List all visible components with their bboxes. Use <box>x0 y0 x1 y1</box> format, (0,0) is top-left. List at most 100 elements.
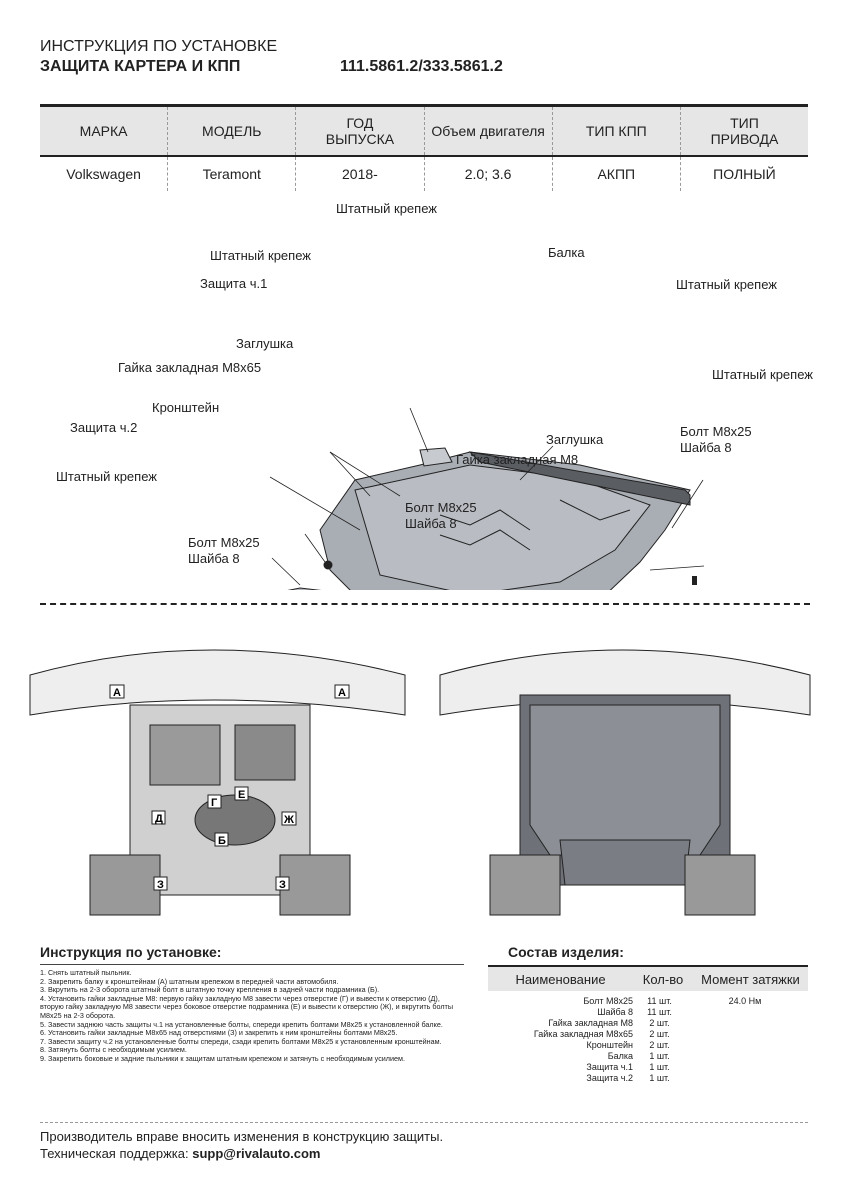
photo-label-g: Г <box>211 797 218 809</box>
instruction-step: 9. Закрепить боковые и задние пыльники к… <box>40 1053 405 1063</box>
composition-qty: 2 шт. <box>649 1018 670 1028</box>
instruction-step: 3. Вкрутить на 2-3 оборота штатный болт … <box>40 985 380 995</box>
composition-name: Шайба 8 <box>597 1007 633 1017</box>
underbody-photo-before: А А Г Е Д Ж Б З З <box>29 649 406 916</box>
spec-year: 2018- <box>296 157 425 191</box>
composition-header-name: Наименование <box>515 971 606 987</box>
callout-beam: Балка <box>548 245 585 260</box>
footer-divider <box>40 1122 808 1123</box>
composition-list: Болт М8х25 11 шт. 24.0 Нм Шайба 8 11 шт.… <box>488 996 808 1084</box>
composition-header-qty: Кол-во <box>642 971 684 987</box>
spec-header-model: МОДЕЛЬ <box>168 107 297 155</box>
composition-torque: 24.0 Нм <box>728 996 762 1006</box>
composition-name: Защита ч.2 <box>586 1073 633 1083</box>
spec-header-year: ГОД ВЫПУСКА <box>296 107 425 155</box>
composition-qty: 11 шт. <box>647 1007 672 1017</box>
plug-left-mark <box>323 560 333 570</box>
composition-row: Защита ч.2 1 шт. <box>488 1073 808 1084</box>
underbody-photo-after <box>439 649 811 916</box>
composition-torque <box>682 1073 808 1084</box>
footer-note: Производитель вправе вносить изменения в… <box>40 1129 444 1144</box>
callout-protection-part2: Защита ч.2 <box>70 420 138 435</box>
photo-label-zh: Ж <box>283 814 294 826</box>
composition-qty: 2 шт. <box>649 1040 670 1050</box>
composition-qty: 1 шт. <box>649 1051 670 1061</box>
spec-table: МАРКА МОДЕЛЬ ГОД ВЫПУСКА Объем двигателя… <box>40 104 808 191</box>
instruction-step: 8. Затянуть болты с необходимым усилием. <box>40 1045 187 1055</box>
spec-header-engine: Объем двигателя <box>425 107 553 155</box>
composition-name: Гайка закладная М8х65 <box>533 1029 633 1039</box>
composition-row: Гайка закладная М8х65 2 шт. <box>488 1029 808 1040</box>
composition-qty: 2 шт. <box>649 1029 670 1039</box>
protection-part2-shape <box>287 587 322 590</box>
composition-row: Кронштейн 2 шт. <box>488 1040 808 1051</box>
footer-support: Техническая поддержка: supp@rivalauto.co… <box>40 1146 320 1161</box>
composition-name: Гайка закладная М8 <box>548 1018 633 1028</box>
instruction-step: 1. Снять штатный пыльник. <box>40 968 132 977</box>
callout-nut-m8: Гайка закладная М8 <box>456 452 579 467</box>
composition-title: Состав изделия: <box>508 944 624 960</box>
composition-qty: 11 шт. <box>647 996 672 1006</box>
composition-row: Балка 1 шт. <box>488 1051 808 1062</box>
composition-row: Гайка закладная М8 2 шт. <box>488 1018 808 1029</box>
instruction-step: 5. Завести заднюю часть защиты ч.1 на ус… <box>40 1019 443 1029</box>
composition-name: Защита ч.1 <box>586 1062 633 1072</box>
composition-torque <box>682 1018 808 1029</box>
support-label: Техническая поддержка: <box>40 1146 189 1161</box>
instruction-step: 4. Установить гайки закладные М8: первую… <box>40 993 454 1020</box>
spec-drive: ПОЛНЫЙ <box>713 166 776 182</box>
doc-title: ИНСТРУКЦИЯ ПО УСТАНОВКЕ <box>40 38 278 55</box>
callout-plug-right: Заглушка <box>546 432 604 447</box>
callout-bolt-right: Болт М8х25 Шайба 8 <box>680 424 752 455</box>
composition-name: Кронштейн <box>586 1040 633 1050</box>
composition-name: Балка <box>607 1051 633 1061</box>
instructions-title: Инструкция по установке: <box>40 944 222 960</box>
part-number: 111.5861.2/333.5861.2 <box>340 58 503 75</box>
callout-std-fastener-right: Штатный крепеж <box>676 277 777 292</box>
composition-torque <box>682 1007 808 1018</box>
bolt-right-upper-icon <box>692 576 697 585</box>
composition-row: Болт М8х25 11 шт. 24.0 Нм <box>488 996 808 1007</box>
composition-qty: 1 шт. <box>649 1062 670 1072</box>
photo-label-a-left: А <box>113 687 121 699</box>
spec-gearbox: АКПП <box>553 157 681 191</box>
section-divider <box>40 603 810 605</box>
callout-protection-part1: Защита ч.1 <box>200 276 268 291</box>
support-email[interactable]: supp@rivalauto.com <box>192 1146 321 1161</box>
callout-std-fastener-left: Штатный крепеж <box>210 248 311 263</box>
callout-plug-left: Заглушка <box>236 336 294 351</box>
callout-std-fastener-bottom: Штатный крепеж <box>56 469 157 484</box>
callout-bracket: Кронштейн <box>152 400 220 415</box>
callout-bolt-center: Болт М8х25 Шайба 8 <box>405 500 477 531</box>
spec-model: Teramont <box>168 157 297 191</box>
callout-nut-m8x65: Гайка закладная М8х65 <box>118 360 262 375</box>
instruction-step: 7. Завести защиту ч.2 на установленные б… <box>40 1036 442 1046</box>
spec-header-drive: ТИП ПРИВОДА <box>710 115 779 147</box>
instruction-step: 2. Закрепить балку к кронштейнам (А) шта… <box>40 976 339 986</box>
instructions-list: 1. Снять штатный пыльник. 2. Закрепить б… <box>40 968 464 1064</box>
composition-row: Шайба 8 11 шт. <box>488 1007 808 1018</box>
composition-row: Защита ч.1 1 шт. <box>488 1062 808 1073</box>
instruction-step: 6. Установить гайки закладные М8х65 над … <box>40 1028 398 1038</box>
instructions-rule <box>40 964 464 965</box>
composition-torque <box>682 1029 808 1040</box>
composition-name: Болт М8х25 <box>583 996 633 1006</box>
callout-std-fastener-right2: Штатный крепеж <box>712 367 813 382</box>
photo-label-b: Б <box>218 835 226 847</box>
composition-header: Наименование Кол-во Момент затяжки <box>488 965 808 991</box>
photo-label-e: Е <box>238 789 245 801</box>
spec-table-header: МАРКА МОДЕЛЬ ГОД ВЫПУСКА Объем двигателя… <box>40 104 808 157</box>
spec-table-row: Volkswagen Teramont 2018- 2.0; 3.6 АКПП … <box>40 157 808 191</box>
exploded-diagram <box>269 407 705 590</box>
composition-torque <box>682 1051 808 1062</box>
photo-label-d: Д <box>155 813 163 825</box>
spec-engine: 2.0; 3.6 <box>425 157 553 191</box>
photo-label-z-left: З <box>157 879 164 891</box>
spec-brand: Volkswagen <box>40 157 169 191</box>
composition-header-torque: Момент затяжки <box>701 971 800 987</box>
photo-label-z-right: З <box>279 879 286 891</box>
composition-qty: 1 шт. <box>649 1073 670 1083</box>
spec-header-brand: МАРКА <box>40 107 169 155</box>
callout-bolt-left: Болт М8х25 Шайба 8 <box>188 535 260 566</box>
composition-torque <box>682 1062 808 1073</box>
